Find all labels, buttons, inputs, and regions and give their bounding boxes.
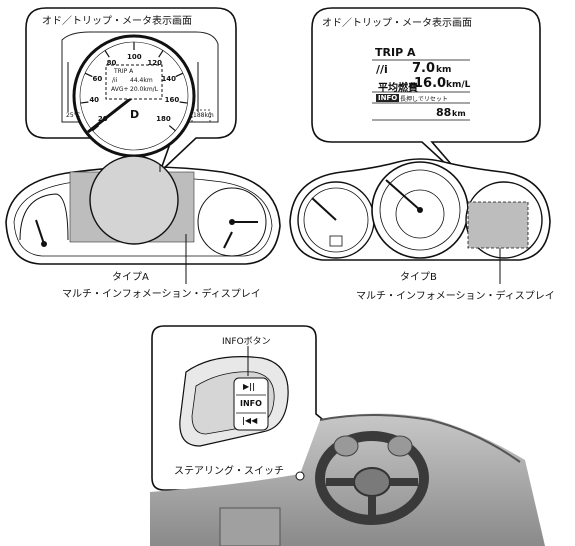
speed-tick-label: 100 (127, 53, 142, 61)
car-interior (150, 413, 545, 546)
speed-tick-label: 40 (89, 95, 100, 104)
info-button-caption: INFOボタン (222, 337, 271, 347)
speed-tick-label: 20 (97, 115, 108, 124)
trip-line1-icon-a: /ii (112, 77, 118, 84)
trip-label-a: TRIP A (114, 68, 134, 75)
trip-line1-value-a: 44.4km (130, 77, 153, 84)
speed-tick-label: 120 (147, 58, 163, 67)
info-key[interactable]: INFO (240, 399, 262, 408)
speed-tick-label: 80 (106, 58, 117, 67)
prev-key[interactable]: |◀◀ (242, 416, 258, 425)
speed-tick-mark (84, 72, 93, 78)
odo-value-b: 88 (436, 106, 452, 119)
speed-tick-mark (80, 101, 89, 104)
steering-switch-callout (151, 325, 350, 491)
temperature-a: 25℃ (66, 112, 81, 119)
speedometer-needle-a (87, 94, 135, 134)
trip-line2-value-a: 20.0km/L (130, 86, 159, 93)
speed-tick-mark (168, 125, 176, 132)
odo-unit-b: km (452, 109, 466, 118)
steering-switch-caption: ステアリング・スイッチ (174, 466, 284, 477)
speed-tick-label: 60 (92, 74, 103, 83)
trip-label-b: TRIP A (375, 46, 416, 59)
callout-a-bubble (25, 7, 237, 173)
multi-info-display-b (467, 201, 529, 249)
callout-b-title: オド／トリップ・メータ表示画面 (322, 18, 472, 29)
cluster-type-a (5, 155, 281, 284)
cluster-type-b (289, 158, 551, 284)
callout-a-title: オド／トリップ・メータ表示画面 (42, 16, 192, 27)
gear-indicator-a: D (130, 108, 140, 121)
trip-value-b: 7.0 (412, 61, 436, 76)
speed-tick-label: 160 (164, 95, 180, 104)
type-a-label: タイプA (112, 272, 149, 283)
speed-tick-mark (179, 101, 188, 104)
switch-panel (233, 377, 269, 431)
avg-label-b: 平均燃費 (378, 83, 418, 94)
info-text-b: 長押しでリセット (400, 96, 448, 103)
info-badge-b: INFO (376, 94, 400, 102)
mid-a-caption: マルチ・インフォメーション・ディスプレイ (62, 289, 261, 300)
info-box-a (105, 64, 163, 100)
type-b-label: タイプB (400, 272, 437, 283)
avg-unit-b: km/L (446, 80, 471, 90)
speed-tick-label: 140 (161, 74, 177, 83)
trip-unit-b: km (436, 65, 452, 75)
speed-tick-mark (92, 125, 100, 132)
speed-tick-mark (104, 50, 110, 58)
trip-line2-label-a: AVG+ (111, 86, 129, 93)
odo-highlight-a (191, 109, 211, 123)
odo-small-a: 188km (193, 112, 214, 119)
mid-b-caption: マルチ・インフォメーション・ディスプレイ (356, 291, 555, 302)
play-key[interactable]: ▶|| (243, 382, 255, 391)
speed-tick-mark (158, 50, 164, 58)
callout-b-bubble (311, 7, 541, 187)
avg-value-b: 16.0 (414, 76, 447, 91)
trip-icon-b: //i (376, 63, 388, 76)
speed-tick-mark (175, 72, 184, 78)
speed-tick-label: 180 (156, 115, 171, 124)
